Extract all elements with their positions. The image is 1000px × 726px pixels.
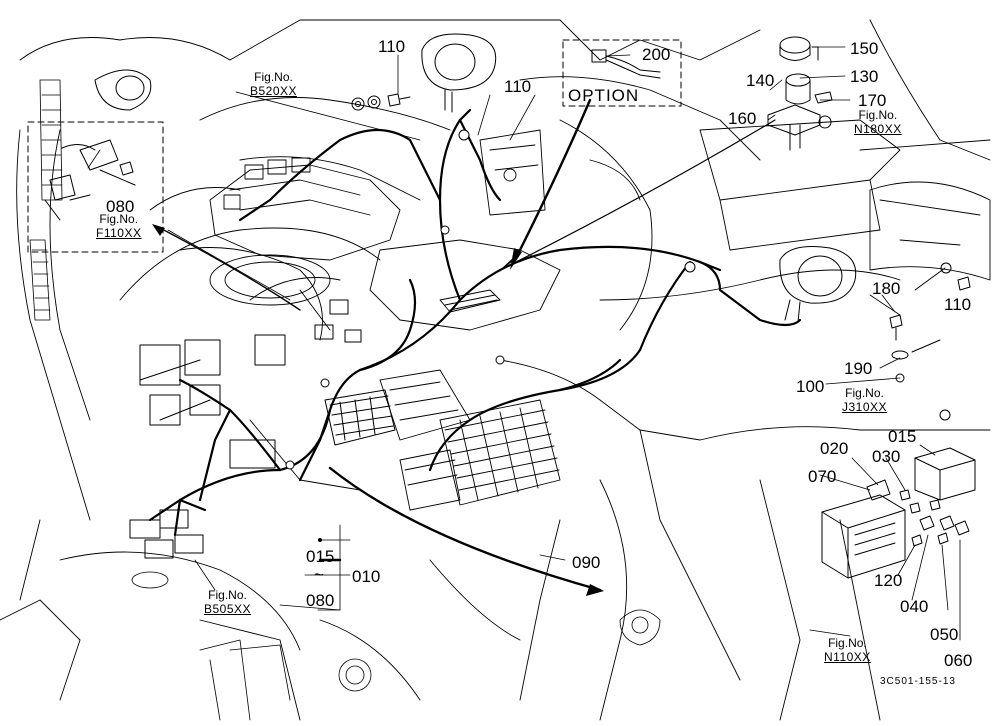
harness-clamps [285,129,696,470]
part-number-015: 015 [888,427,917,446]
callout-arrows [159,98,776,592]
fig-ref-b520: Fig.No. B520XX [250,70,297,98]
beacon-assembly [767,36,833,151]
part-number-110: 110 [504,77,532,96]
inset-option [562,39,682,107]
drawing-code: 3C501-155-13 [880,676,956,687]
option-label: OPTION [568,86,640,105]
part-number-140: 140 [746,71,775,90]
inset-f110 [27,121,164,253]
fuse-box [324,389,396,446]
hardware-110-top [351,93,411,111]
cab-outline [0,19,991,721]
dashboard [209,157,401,331]
fig-number: J310XX [842,400,888,414]
arrow-heads [152,224,604,596]
pillar-grille [29,79,63,321]
fig-number: B520XX [250,84,298,98]
part-number-200: 200 [642,45,671,64]
part-number-015: 015 [306,547,335,566]
part-number-010: 010 [352,567,381,586]
part-number-110: 110 [378,37,406,56]
fig-prefix: Fig.No. [254,70,293,84]
part-number-040: 040 [900,597,929,616]
fig-ref-n180: Fig.No. N180XX [854,108,902,136]
fig-ref-j310: Fig.No. J310XX [842,386,887,414]
part-number-080: 080 [306,591,335,610]
fig-prefix: Fig.No. [828,636,867,650]
part-number-190: 190 [844,359,873,378]
fig-ref-n110: Fig.No. N110XX [824,636,871,664]
leader-lines [87,46,961,641]
part-number-100: 100 [796,377,825,396]
inset-f110-content [44,139,136,221]
part-number-030: 030 [872,447,901,466]
main-harness [148,108,802,537]
part-number-060: 060 [944,651,973,670]
fig-ref-b505: Fig.No. B505XX [204,588,251,616]
part-number-050: 050 [930,625,959,644]
part-number-020: 020 [820,439,849,458]
part-number-090: 090 [572,553,601,572]
fig-number: N110XX [824,650,871,664]
part-number-120: 120 [874,571,903,590]
lower-structures [131,571,661,721]
leader-dot [318,538,322,542]
fig-ref-f110: Fig.No. F110XX [96,212,141,240]
fig-prefix: Fig.No. [208,588,247,602]
fig-prefix: Fig.No. [99,212,139,226]
fig-number: N180XX [854,122,902,136]
work-lamp-top [421,33,497,113]
relay-box-parts [821,447,976,579]
radiator-block [379,369,561,511]
hardware-180-190 [889,262,971,421]
fig-prefix: Fig.No. [845,386,884,400]
fig-prefix: Fig.No. [858,108,898,122]
work-lamp-left [94,69,152,111]
fig-number: F110XX [96,226,142,240]
part-number-180: 180 [872,279,901,298]
part-number-070: 070 [808,467,837,486]
console-panel [369,129,561,331]
part-number-160: 160 [728,109,757,128]
part-number-130: 130 [850,67,879,86]
left-connectors [129,299,362,559]
part-number-150: 150 [850,39,879,58]
fig-number: B505XX [204,602,252,616]
part-number-080: 080 [106,197,135,216]
work-lamp-right [779,246,857,323]
part-number-110: 110 [944,295,972,314]
range-tilde: ~ [314,565,324,584]
part-number-170: 170 [858,91,887,110]
